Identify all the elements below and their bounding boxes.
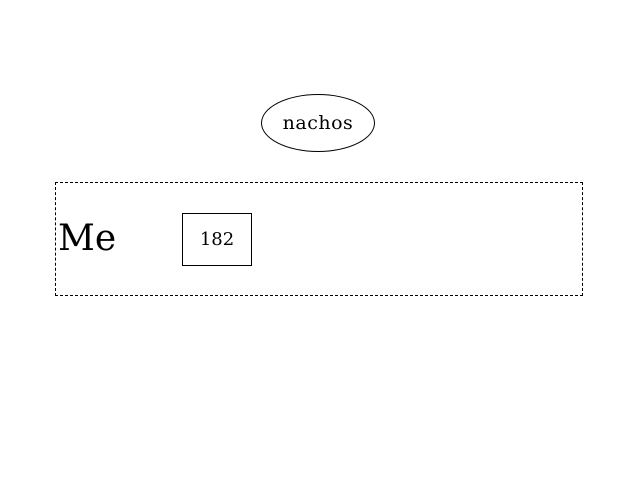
variable-node-oval: nachos xyxy=(261,94,375,152)
value-text: 182 xyxy=(199,229,235,250)
frame-label: Me xyxy=(58,218,117,259)
value-box: 182 xyxy=(182,213,252,266)
dashed-frame xyxy=(55,182,583,296)
variable-name-label: nachos xyxy=(282,112,354,134)
